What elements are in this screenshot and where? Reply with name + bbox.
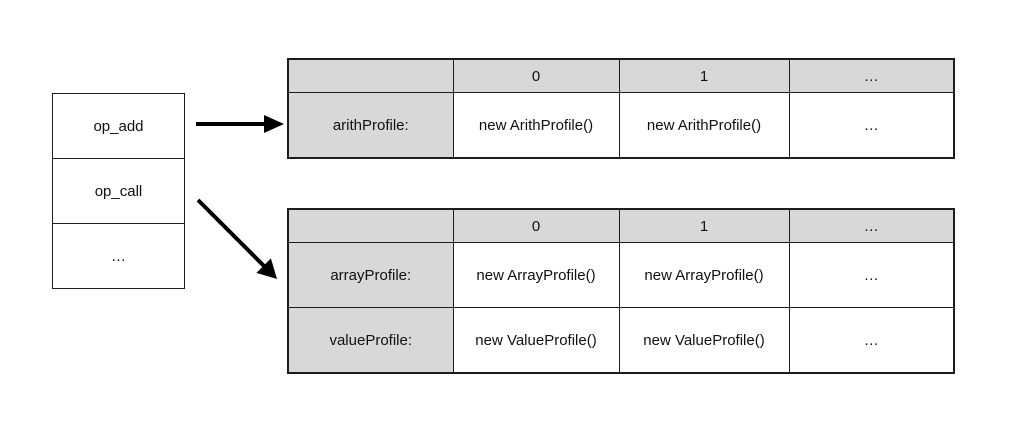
cell-arith-profile-ellipsis: … (788, 92, 955, 159)
header-cell-1: 1 (618, 58, 790, 93)
cell-value-profile-0: new ValueProfile() (452, 307, 620, 374)
arrow-op-call-to-profile-table (196, 198, 277, 279)
cell-arith-profile-0: new ArithProfile() (452, 92, 620, 159)
header-cell-empty (287, 208, 454, 243)
array-value-profile-table: 0 1 … arrayProfile: new ArrayProfile() n… (287, 208, 955, 374)
header-cell-ellipsis: … (788, 58, 955, 93)
bytecode-item-op-add: op_add (53, 94, 184, 159)
cell-array-profile-ellipsis: … (788, 242, 955, 308)
header-cell-0: 0 (452, 58, 620, 93)
header-cell-empty (287, 58, 454, 93)
table-header-row: 0 1 … (287, 208, 955, 243)
row-label-arith-profile: arithProfile: (287, 92, 454, 159)
table-row-value-profile: valueProfile: new ValueProfile() new Val… (287, 307, 955, 374)
bytecode-item-ellipsis: … (53, 224, 184, 288)
bytecode-list-box: op_add op_call … (52, 93, 185, 289)
header-cell-0: 0 (452, 208, 620, 243)
arrow-op-add-to-arith-table (196, 115, 284, 133)
bytecode-item-op-call: op_call (53, 159, 184, 224)
header-cell-ellipsis: … (788, 208, 955, 243)
cell-array-profile-0: new ArrayProfile() (452, 242, 620, 308)
cell-value-profile-ellipsis: … (788, 307, 955, 374)
cell-array-profile-1: new ArrayProfile() (618, 242, 790, 308)
table-header-row: 0 1 … (287, 58, 955, 93)
cell-arith-profile-1: new ArithProfile() (618, 92, 790, 159)
row-label-array-profile: arrayProfile: (287, 242, 454, 308)
table-row-array-profile: arrayProfile: new ArrayProfile() new Arr… (287, 242, 955, 308)
arith-profile-table: 0 1 … arithProfile: new ArithProfile() n… (287, 58, 955, 159)
cell-value-profile-1: new ValueProfile() (618, 307, 790, 374)
table-row-arith-profile: arithProfile: new ArithProfile() new Ari… (287, 92, 955, 159)
header-cell-1: 1 (618, 208, 790, 243)
row-label-value-profile: valueProfile: (287, 307, 454, 374)
